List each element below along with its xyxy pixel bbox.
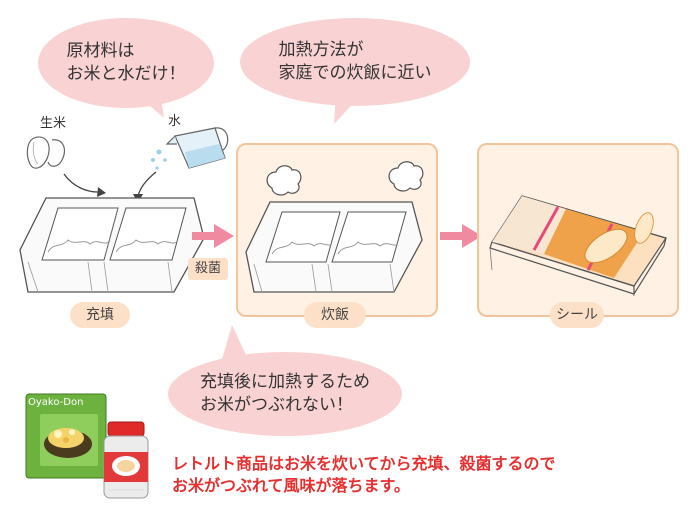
bottom-note-line1: レトルト商品はお米を炊いてから充填、殺菌するので	[172, 454, 556, 473]
bubble-method-text: 加熱方法が 家庭での炊飯に近い	[278, 40, 432, 83]
arrow-1	[192, 224, 234, 248]
water-pitcher-icon	[151, 127, 229, 170]
bottom-note-line2: お米がつぶれて風味が落ちます。	[172, 475, 410, 495]
retort-pouch-icon	[25, 393, 107, 479]
bottom-note: レトルト商品はお米を炊いてから充填、殺菌するので お米がつぶれて風味が落ちます。	[172, 453, 556, 496]
bubble-method-tail	[334, 92, 364, 124]
arrow-2	[440, 224, 482, 248]
water-label: 水	[168, 114, 182, 129]
jar-icon	[103, 421, 149, 499]
bubble-sterilize-text: 充填後に加熱するため お米がつぶれない！	[200, 372, 370, 415]
tray-filling	[19, 197, 205, 293]
sterilization-tag: 殺菌	[188, 258, 229, 280]
stage-label-filling: 充填	[70, 302, 130, 328]
bubble-method: 加熱方法が 家庭での炊飯に近い	[240, 18, 470, 106]
tray-sealed	[489, 195, 667, 296]
pour-arrows	[63, 171, 157, 203]
stage-label-cooking: 炊飯	[304, 302, 366, 328]
steam-icon	[266, 161, 424, 196]
stage-label-seal: シール	[550, 302, 604, 328]
bubble-ingredients: 原材料は お米と水だけ！	[38, 18, 214, 108]
pouch-label: Oyako-Don	[28, 397, 84, 408]
raw-rice-label: 生米	[40, 116, 67, 131]
bubble-sterilize: 充填後に加熱するため お米がつぶれない！	[168, 352, 402, 436]
bubble-sterilize-tail	[222, 325, 248, 359]
tray-cooking	[245, 201, 423, 293]
bubble-ingredients-text: 原材料は お米と水だけ！	[66, 41, 186, 84]
bubble-ingredients-tail	[134, 92, 164, 118]
rice-grain-icon	[26, 136, 65, 169]
